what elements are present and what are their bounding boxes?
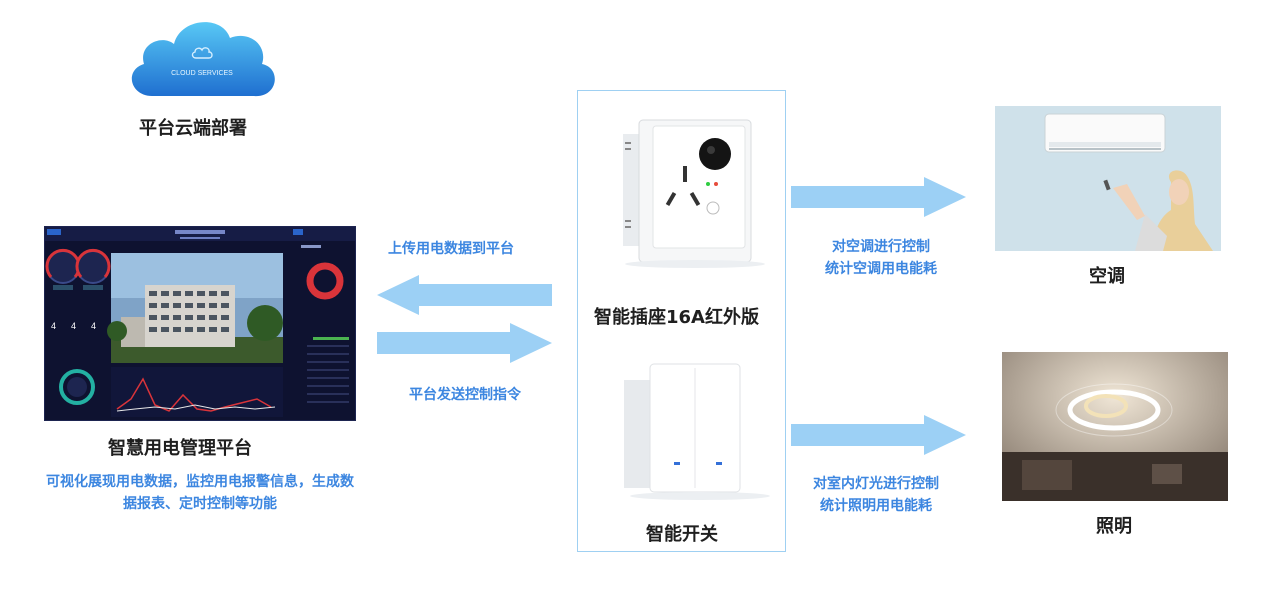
svg-text:4: 4: [51, 321, 56, 331]
command-label: 平台发送控制指令: [409, 387, 521, 403]
svg-text:4: 4: [71, 321, 76, 331]
air-conditioner-image: [995, 106, 1221, 251]
light-label-line2: 统计照明用电能耗: [820, 498, 932, 514]
ceiling-light-image: [1002, 352, 1228, 501]
upload-data-label: 上传用电数据到平台: [388, 241, 514, 257]
command-arrow-right: [377, 323, 552, 363]
smart-switch-image: [624, 363, 770, 500]
platform-description: 可视化展现用电数据，监控用电报警信息，生成数 据报表、定时控制等功能: [20, 471, 380, 515]
platform-caption: 智慧用电管理平台: [108, 438, 252, 459]
ac-control-label: 对空调进行控制 统计空调用电能耗: [806, 236, 956, 280]
cloud-caption: 平台云端部署: [139, 118, 247, 139]
ac-label-line1: 对空调进行控制: [832, 239, 930, 255]
ac-label-line2: 统计空调用电能耗: [825, 261, 937, 277]
socket-caption: 智能插座16A红外版: [594, 307, 759, 328]
platform-desc-line1: 可视化展现用电数据，监控用电报警信息，生成数: [46, 474, 354, 490]
svg-text:4: 4: [91, 321, 96, 331]
ac-control-arrow: [791, 177, 966, 217]
light-caption: 照明: [1096, 516, 1132, 537]
ac-caption: 空调: [1089, 266, 1125, 287]
switch-caption: 智能开关: [646, 524, 718, 545]
light-control-label: 对室内灯光进行控制 统计照明用电能耗: [796, 473, 956, 517]
smart-socket-image: [623, 119, 765, 268]
platform-dashboard-image: 4 4 4: [44, 226, 356, 421]
light-control-arrow: [791, 415, 966, 455]
cloud-logo-text: CLOUD SERVICES: [171, 70, 233, 77]
upload-arrow-left: [377, 275, 552, 315]
cloud-services-logo: CLOUD SERVICES: [122, 8, 282, 110]
platform-desc-line2: 据报表、定时控制等功能: [123, 496, 277, 512]
light-label-line1: 对室内灯光进行控制: [813, 476, 939, 492]
